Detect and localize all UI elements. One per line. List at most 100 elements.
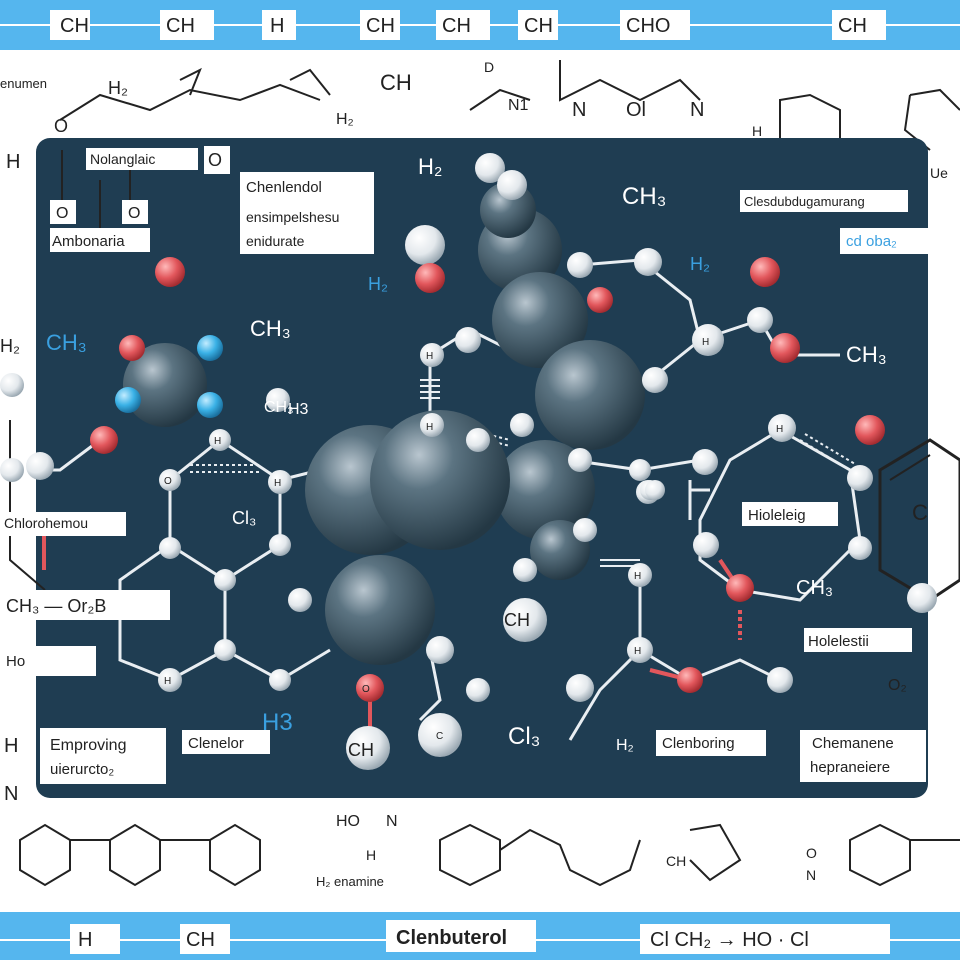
- label-hioleleig: Hioleleig: [748, 507, 806, 524]
- label-chemanene: Chemanene: [812, 735, 894, 752]
- label-emproving: Emproving: [50, 737, 126, 754]
- label-enumen: enumen: [0, 76, 47, 91]
- label-ch3-small: CH₃: [264, 399, 294, 416]
- label-clenboring: Clenboring: [662, 735, 735, 752]
- top-label-7: CHO: [626, 15, 670, 37]
- top-label-1: CH: [60, 15, 89, 37]
- label-chenlendol-sub1: ensimpelshesu: [246, 209, 339, 225]
- bottom-banner-labels: H CH Clenbuterol Cl CH₂ → HO · Cl: [70, 920, 890, 954]
- label-ol: Ol: [626, 99, 646, 121]
- outer-bottom-structures: [19, 823, 960, 887]
- label-n-left: N: [4, 783, 18, 805]
- svg-text:H: H: [164, 676, 171, 687]
- diagram-title: Clenbuterol: [396, 927, 507, 949]
- panel-labels: Nolanglaic O Ambonaria O O Chenlendol en…: [0, 146, 928, 784]
- bottom-label-ch: CH: [186, 929, 215, 951]
- svg-text:O: O: [362, 684, 370, 695]
- svg-text:H: H: [634, 571, 641, 582]
- label-h-left: H: [6, 151, 20, 173]
- svg-text:H: H: [426, 422, 433, 433]
- label-ch3-lower: CH₃: [796, 577, 833, 599]
- label-n1: N1: [508, 97, 529, 114]
- svg-text:H: H: [702, 337, 709, 348]
- label-o3: O: [128, 205, 140, 222]
- label-ch3-mid: CH₃: [250, 316, 291, 341]
- right-hexagon-inner: [889, 454, 931, 481]
- label-ch3-or2b: CH₃ — Or₂B: [6, 596, 106, 616]
- label-h2-left: H₂: [0, 336, 20, 356]
- right-hexagon: [878, 438, 960, 602]
- outer-labels: enumen H₂ O CH D N1 N Ol N H H₂ H N H₂ H…: [0, 59, 948, 889]
- label-ue: Ue: [930, 165, 948, 181]
- label-tl-h2: H₂: [108, 78, 128, 98]
- top-label-4: CH: [366, 15, 395, 37]
- label-h2-lower: H₂: [336, 111, 354, 128]
- label-ch-top: CH: [380, 70, 412, 95]
- label-h3: H3: [288, 401, 309, 418]
- label-o2: O: [56, 205, 68, 222]
- top-label-2: CH: [166, 15, 195, 37]
- blue-atoms: [115, 335, 223, 418]
- label-tl-o: O: [54, 116, 68, 136]
- label-ch-atom1: CH: [348, 740, 374, 760]
- label-ch-bottom: CH: [666, 853, 686, 869]
- top-label-6: CH: [524, 15, 553, 37]
- label-ambonaria: Ambonaria: [52, 233, 125, 250]
- label-ch-atom2: CH: [504, 610, 530, 630]
- label-ch3-left: CH₃: [46, 330, 87, 355]
- label-h2-blue: H₂: [690, 254, 710, 274]
- svg-text:C: C: [436, 731, 443, 742]
- top-label-5: CH: [442, 15, 471, 37]
- label-chenlendol-sub2: enidurate: [246, 233, 305, 249]
- central-atoms: [123, 182, 645, 665]
- atom-dark-ring: [123, 343, 207, 427]
- top-label-8: CH: [838, 15, 867, 37]
- label-n-top: N: [572, 99, 586, 121]
- label-n-top2: N: [690, 99, 704, 121]
- label-h2-enamine: H₂ enamine: [316, 874, 384, 889]
- top-banner-labels: CH CH H CH CH CH CHO CH: [50, 10, 886, 40]
- svg-text:H: H: [426, 351, 433, 362]
- label-ho-bottom: HO: [336, 813, 360, 830]
- label-nolanglaic: Nolanglaic: [90, 151, 155, 167]
- label-ch3-right: CH₃: [846, 342, 887, 367]
- label-chenlendol: Chenlendol: [246, 179, 322, 196]
- label-cl3-small: Cl₃: [232, 508, 256, 528]
- label-ho: Ho: [6, 653, 25, 670]
- label-h-bottom: H: [366, 847, 376, 863]
- label-h2-center: H₂: [418, 154, 442, 179]
- label-chlorohemou: Chlorohemou: [4, 515, 88, 531]
- svg-text:H: H: [776, 424, 783, 435]
- label-uierurcto: uierurcto₂: [50, 761, 114, 778]
- atom-dark-3: [535, 340, 645, 450]
- top-label-3: H: [270, 15, 284, 37]
- label-h-left2: H: [4, 735, 18, 757]
- label-h-right: H: [752, 123, 762, 139]
- label-ch3-right-top: CH₃: [622, 183, 666, 210]
- label-o1: O: [208, 150, 222, 170]
- svg-text:H: H: [214, 436, 221, 447]
- label-o2-right: O₂: [888, 677, 907, 694]
- label-n-bottom: N: [386, 813, 398, 830]
- label-d: D: [484, 59, 494, 75]
- label-h3-blue: H3: [262, 709, 293, 736]
- label-h2-bottom: H₂: [616, 737, 634, 754]
- light-atoms: [0, 153, 937, 770]
- svg-text:H: H: [634, 646, 641, 657]
- bottom-label-right: Cl CH₂ → HO · Cl: [650, 929, 809, 951]
- atom-letter-labels: H H H H O H H H H H O C: [164, 337, 783, 742]
- label-cl3: Cl₃: [508, 723, 540, 750]
- atom-dark-2: [492, 272, 588, 368]
- bottom-label-h: H: [78, 929, 92, 951]
- label-o-bottom: O: [806, 845, 817, 861]
- label-cd-oba: cd oba₂: [846, 233, 897, 250]
- svg-text:H: H: [274, 478, 281, 489]
- label-hepraneiere: hepraneiere: [810, 759, 890, 776]
- svg-text:O: O: [164, 476, 172, 487]
- label-c-ring: C: [912, 500, 928, 525]
- label-h2-top: H₂: [368, 274, 388, 294]
- label-clesdub: Clesdubdugamurang: [744, 194, 865, 209]
- red-atoms: [90, 257, 885, 702]
